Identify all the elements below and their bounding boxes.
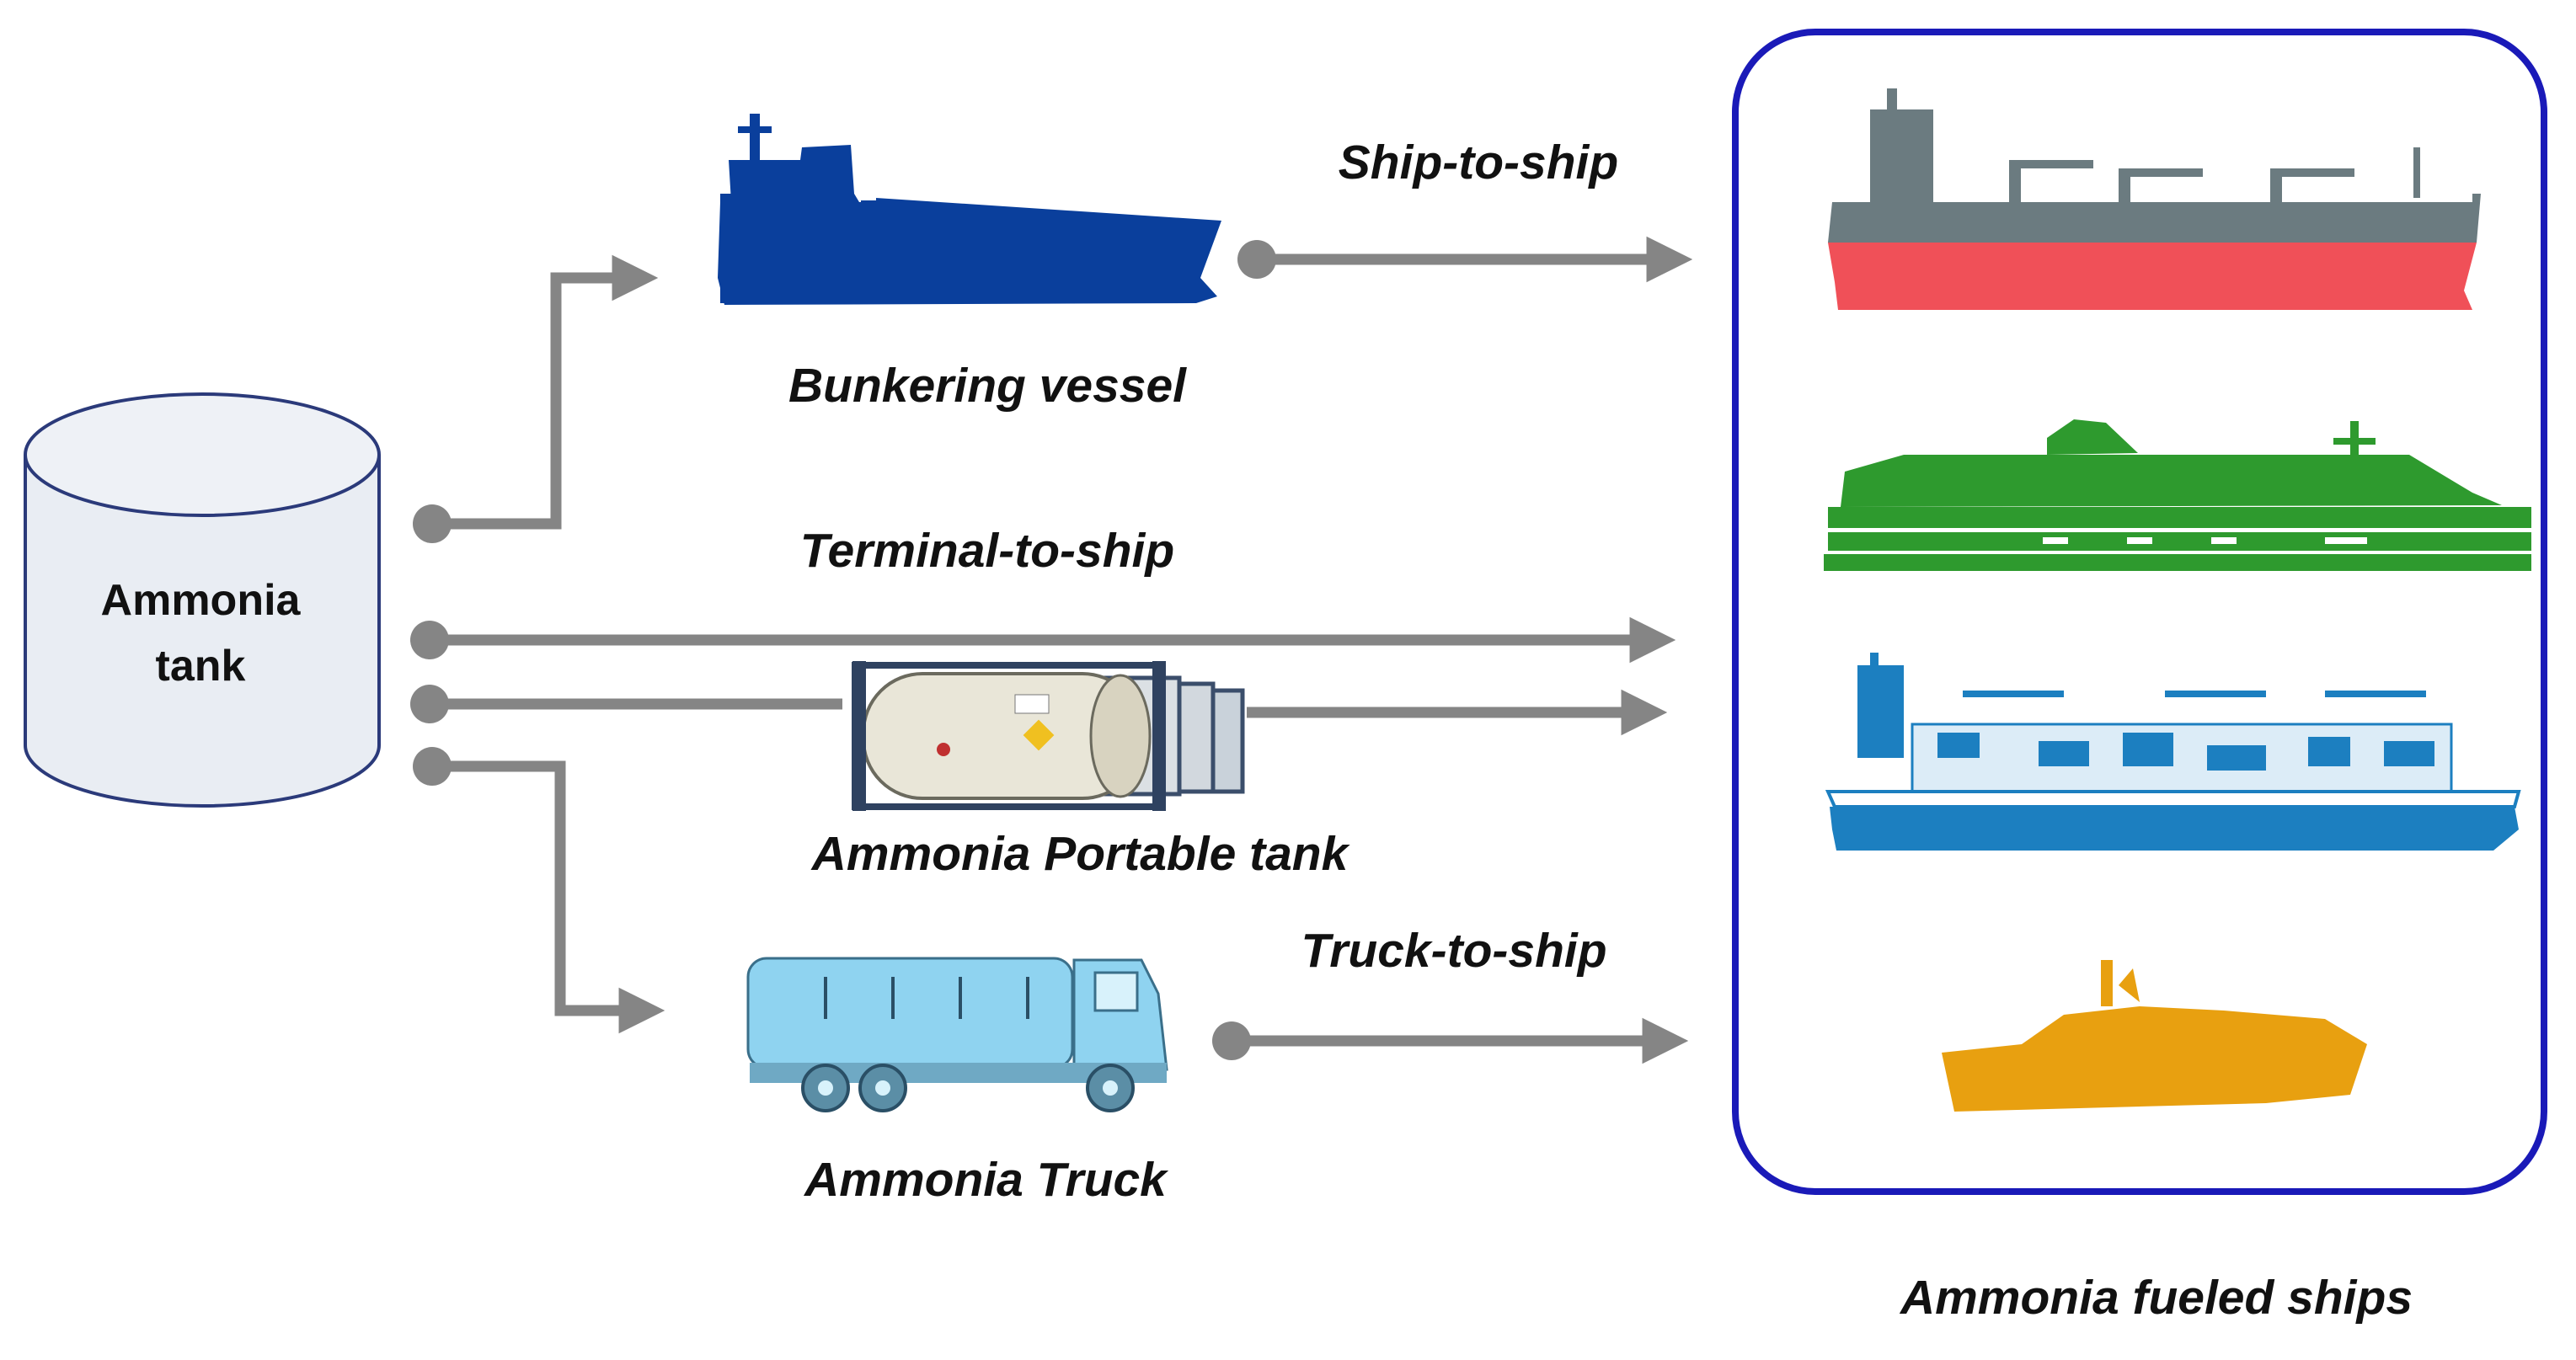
bulk-carrier-icon xyxy=(1828,88,2481,310)
source-label-line2: tank xyxy=(156,642,246,691)
truck-label: Ammonia Truck xyxy=(803,1153,1169,1207)
route-label-truck-to-ship: Truck-to-ship xyxy=(1301,924,1606,978)
container-ship-icon xyxy=(1825,653,2521,851)
portable-tank-label: Ammonia Portable tank xyxy=(810,827,1351,881)
connector-to-truck xyxy=(413,747,665,1034)
connector-ship-to-ship xyxy=(1237,236,1693,283)
route-label-terminal-to-ship: Terminal-to-ship xyxy=(800,524,1174,578)
connector-to-bunkering-vessel xyxy=(413,254,659,543)
connector-via-portable-tank xyxy=(410,685,1668,736)
bunkering-vessel-icon xyxy=(718,114,1221,305)
tug-boat-icon xyxy=(1942,960,2367,1112)
fueled-ships-group xyxy=(1732,29,2547,1195)
source-label-line1: Ammonia xyxy=(101,576,302,625)
tank-truck-icon xyxy=(746,957,1168,1112)
storage-tank-icon xyxy=(24,392,381,808)
ferry-icon xyxy=(1824,419,2531,571)
iso-tank-container-icon xyxy=(852,661,1245,811)
fueled-ships-label: Ammonia fueled ships xyxy=(1899,1271,2413,1325)
bunkering-vessel-label: Bunkering vessel xyxy=(788,359,1187,413)
route-label-ship-to-ship: Ship-to-ship xyxy=(1339,136,1618,189)
connector-truck-to-ship xyxy=(1212,1017,1689,1064)
connector-terminal-to-ship xyxy=(410,616,1676,664)
